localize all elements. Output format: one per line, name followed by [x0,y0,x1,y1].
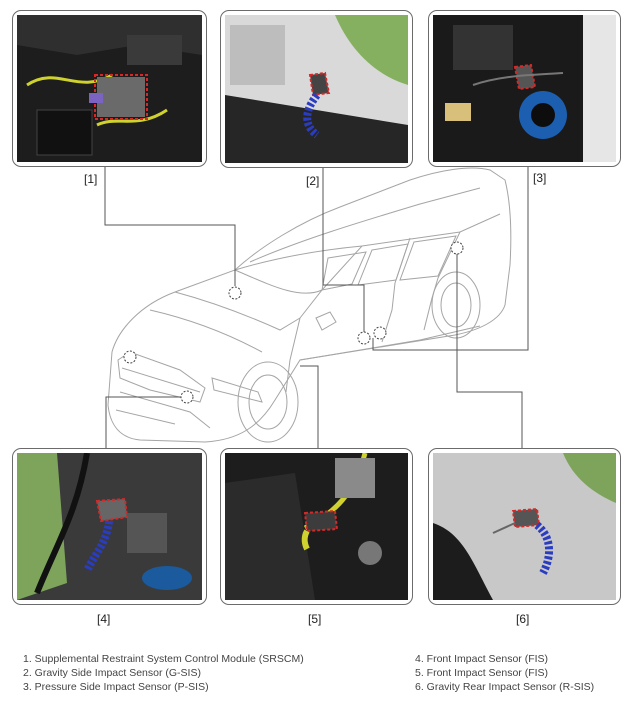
panel-label-3: [3] [533,171,547,185]
photo-fis-right [225,453,408,600]
legend-item-6: 6. Gravity Rear Impact Sensor (R-SIS) [415,681,595,693]
marker-1 [228,286,242,300]
legend-item-1: 1. Supplemental Restraint System Control… [23,653,304,665]
photo-panel-3 [428,10,621,167]
legend-item-2: 2. Gravity Side Impact Sensor (G-SIS) [23,667,201,679]
photo-psis [433,15,616,162]
marker-6 [450,241,464,255]
panel-label-6: [6] [516,612,530,626]
panel-label-5: [5] [308,612,322,626]
legend-right: 4. Front Impact Sensor (FIS) 5. Front Im… [415,652,594,694]
vehicle-outline [107,167,512,443]
panel-label-2: [2] [306,174,320,188]
legend-item-4: 4. Front Impact Sensor (FIS) [415,653,549,665]
marker-4 [123,350,137,364]
panel-label-1: [1] [84,172,98,186]
photo-panel-4 [12,448,207,605]
legend-left: 1. Supplemental Restraint System Control… [23,652,304,694]
photo-gsis [225,15,408,163]
marker-2 [357,331,371,345]
leader-lines [104,165,529,452]
legend-item-3: 3. Pressure Side Impact Sensor (P-SIS) [23,681,209,693]
sensor-location-markers [123,241,464,404]
photo-srscm [17,15,202,162]
legend-item-5: 5. Front Impact Sensor (FIS) [415,667,549,679]
panel-label-4: [4] [97,612,111,626]
photo-panel-5 [220,448,413,605]
photo-panel-6 [428,448,621,605]
photo-rsis [433,453,616,600]
marker-3 [373,326,387,340]
photo-fis-left [17,453,202,600]
photo-panel-2 [220,10,413,168]
photo-panel-1 [12,10,207,167]
marker-5 [180,390,194,404]
